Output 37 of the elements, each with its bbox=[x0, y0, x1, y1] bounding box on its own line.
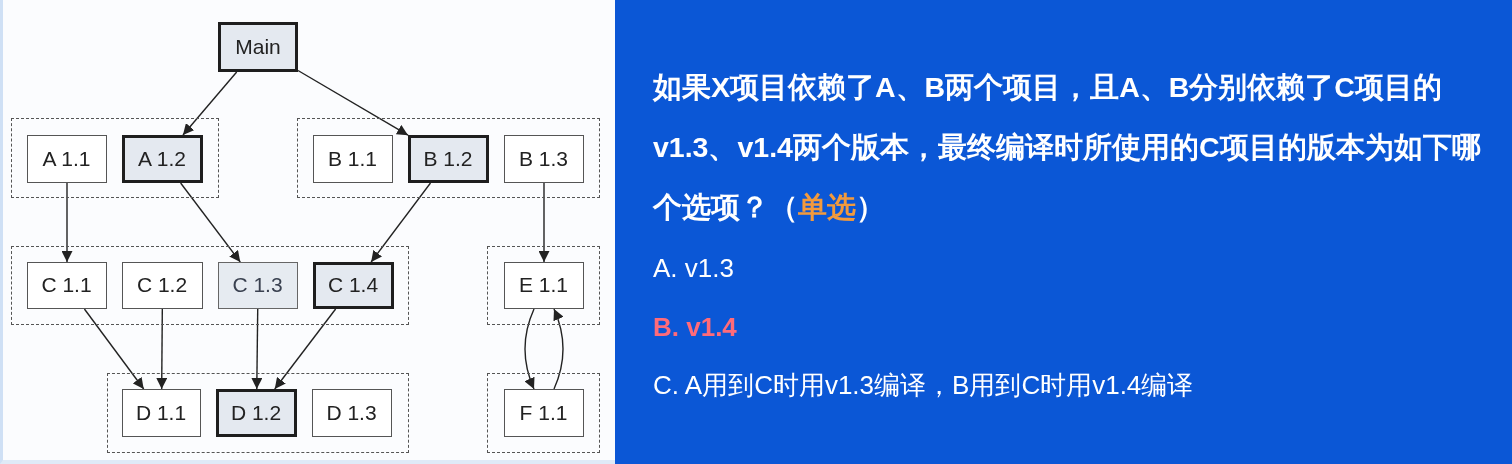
arrow bbox=[553, 308, 564, 390]
version-box: B 1.2 bbox=[407, 134, 489, 183]
version-box: C 1.4 bbox=[312, 261, 394, 309]
dashed-group-box bbox=[11, 246, 409, 325]
arrow bbox=[179, 182, 241, 263]
arrow bbox=[370, 182, 432, 263]
question-text: 如果X项目依赖了A、B两个项目，且A、B分别依赖了C项目的v1.3、v1.4两个版本，最终编译时所使用的C项目的版本为如下哪个选项？（单选） bbox=[653, 70, 1482, 225]
version-box: B 1.3 bbox=[503, 134, 584, 183]
arrow bbox=[83, 308, 145, 390]
version-box: F 1.1 bbox=[503, 388, 584, 437]
version-box: B 1.1 bbox=[312, 134, 393, 183]
version-box: D 1.2 bbox=[215, 388, 297, 437]
option-text: A. v1.3 bbox=[653, 252, 735, 285]
arrow bbox=[182, 71, 238, 136]
arrow bbox=[538, 182, 550, 263]
option-text: C. A用到C时用v1.3编译，B用到C时用v1.4编译 bbox=[653, 369, 1195, 402]
dashed-group-box bbox=[11, 118, 219, 198]
arrow bbox=[251, 308, 263, 390]
option-text: B. v1.4 bbox=[653, 311, 738, 344]
version-box: D 1.1 bbox=[121, 388, 201, 437]
version-box: A 1.1 bbox=[26, 134, 107, 183]
arrow bbox=[156, 308, 168, 390]
arrow bbox=[297, 69, 409, 136]
dashed-group-box bbox=[297, 118, 600, 198]
version-box: E 1.1 bbox=[503, 261, 584, 309]
version-box: C 1.3 bbox=[217, 261, 298, 309]
arrow bbox=[61, 182, 73, 263]
main-box: Main bbox=[218, 22, 298, 72]
dashed-group-box bbox=[487, 246, 600, 325]
dashed-group-box bbox=[487, 373, 600, 453]
version-box: D 1.3 bbox=[311, 388, 392, 437]
version-box: A 1.2 bbox=[121, 134, 203, 183]
arrow bbox=[524, 308, 535, 390]
version-box: C 1.2 bbox=[121, 261, 203, 309]
version-box: C 1.1 bbox=[26, 261, 107, 309]
dashed-group-box bbox=[107, 373, 409, 453]
arrow bbox=[274, 308, 337, 390]
